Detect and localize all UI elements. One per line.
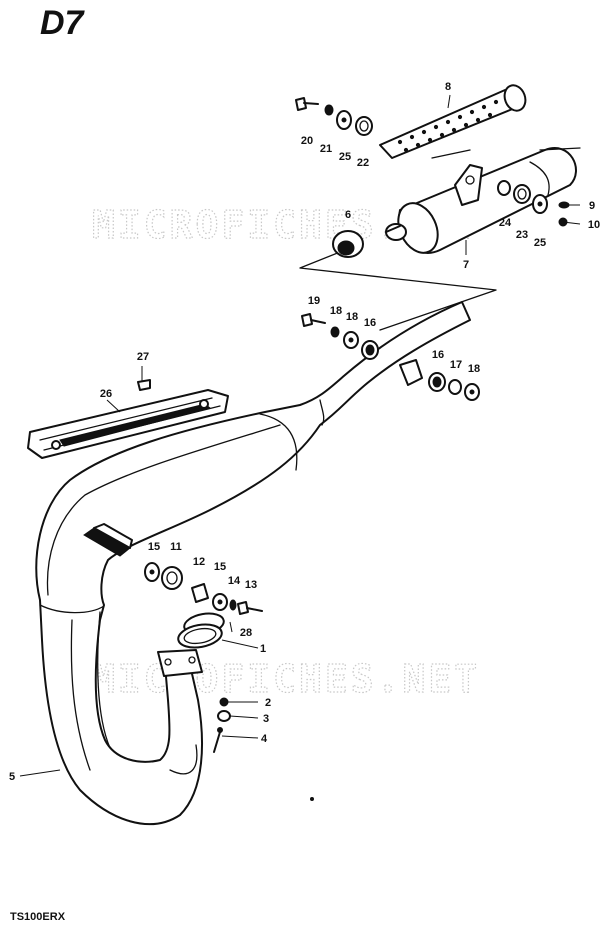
washer-18-left[interactable] [343,331,359,349]
ring-1[interactable] [176,621,223,650]
collar-12[interactable] [191,583,209,603]
washer-18-right[interactable] [464,383,480,401]
callout-1[interactable]: 1 [260,643,266,655]
callout-19[interactable]: 18 [330,305,342,317]
callout-24[interactable]: 21 [320,143,332,155]
frame-outline [299,147,581,331]
exhaust-pipe[interactable] [35,301,471,826]
callout-16b[interactable]: 16 [432,349,444,361]
callout-2[interactable]: 2 [265,697,271,709]
callout-27[interactable]: 27 [137,351,149,363]
callout-14[interactable]: 14 [228,575,241,587]
callout-21b[interactable]: 23 [516,229,528,241]
callout-6[interactable]: 6 [345,209,351,221]
washer-24[interactable] [324,104,334,116]
callout-5[interactable]: 5 [9,771,15,783]
callout-20[interactable]: 19 [308,295,320,307]
callout-16a[interactable]: 16 [364,317,376,329]
nut-19[interactable] [330,326,340,338]
callout-21a[interactable]: 22 [357,157,369,169]
bolt-13[interactable] [237,601,263,615]
washer-25-top[interactable] [336,110,352,130]
tail-pipe[interactable] [379,82,529,159]
washer-25-right[interactable] [532,194,548,214]
callout-23[interactable]: 20 [301,135,313,147]
washer-14[interactable] [229,599,237,611]
callout-15b[interactable]: 15 [214,561,226,573]
nut-2[interactable] [219,697,229,707]
bolt-20[interactable] [301,313,326,327]
gasket-6[interactable] [332,230,364,258]
callout-25a[interactable]: 25 [339,151,351,163]
grommet-21-top[interactable] [355,116,373,136]
callout-13[interactable]: 13 [245,579,257,591]
callout-22[interactable]: 24 [499,217,512,229]
callout-25b[interactable]: 25 [534,237,546,249]
grommet-11[interactable] [161,566,183,590]
bolt-23[interactable] [295,97,319,111]
collar-17[interactable] [448,379,462,395]
heat-shield[interactable] [27,389,229,459]
callout-15a[interactable]: 15 [148,541,160,553]
collar-22[interactable] [497,180,511,196]
callout-11[interactable]: 11 [170,541,182,553]
callout-18b[interactable]: 18 [468,363,480,375]
stud-4[interactable] [213,727,223,753]
washer-15-right[interactable] [212,593,228,611]
grommet-21-right[interactable] [513,184,531,204]
callout-leaders [19,94,581,777]
callout-4[interactable]: 4 [261,733,268,745]
page-title: D7 [40,4,86,42]
callout-26[interactable]: 26 [100,388,112,400]
washer-3[interactable] [217,710,231,722]
grommet-16-left[interactable] [361,340,379,360]
muffler[interactable] [385,147,577,259]
stray-mark [310,797,314,801]
callout-12[interactable]: 12 [193,556,205,568]
grommet-16-right[interactable] [428,372,446,392]
watermark-bottom: MICROFICHES.NET [92,657,480,701]
callout-8[interactable]: 8 [445,81,451,93]
callout-3[interactable]: 3 [263,713,269,725]
model-code: TS100ERX [10,911,66,923]
callout-18a[interactable]: 18 [346,311,358,323]
callout-28[interactable]: 28 [240,627,252,639]
callout-9[interactable]: 9 [589,200,595,212]
washer-15-left[interactable] [144,562,160,582]
screw-27[interactable] [137,379,151,391]
callout-7[interactable]: 7 [463,259,469,271]
callout-10[interactable]: 10 [588,219,600,231]
callout-17[interactable]: 17 [450,359,462,371]
callout-labels: 8 20 21 25 22 6 24 23 25 9 10 7 19 18 18… [9,81,600,783]
